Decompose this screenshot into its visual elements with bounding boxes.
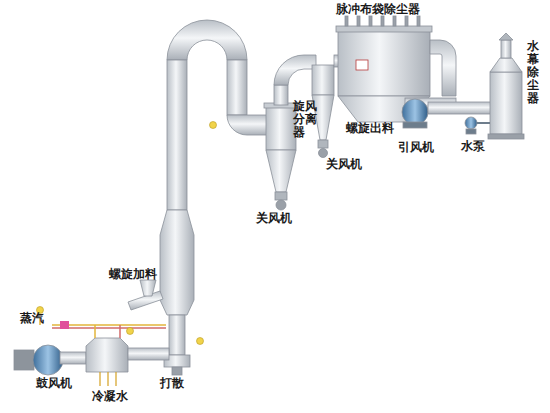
part-name: 鼓风机 bbox=[36, 377, 80, 390]
part-name: 蒸汽 bbox=[20, 312, 52, 325]
part-name: 水泵 bbox=[461, 140, 493, 153]
part-name: 关风机 bbox=[326, 158, 370, 171]
part-name: 旋风分离器 bbox=[293, 100, 321, 139]
part-name: 冷凝水 bbox=[92, 390, 136, 403]
part-name: 引风机 bbox=[398, 141, 442, 154]
part-name: 脉冲布袋除尘器 bbox=[336, 3, 436, 16]
part-name: 水幕除尘器 bbox=[527, 40, 541, 105]
part-name: 关风机 bbox=[256, 212, 300, 225]
part-name: 打散 bbox=[160, 377, 192, 390]
part-name: 螺旋出料 bbox=[346, 122, 406, 135]
part-name: 螺旋加料 bbox=[109, 268, 169, 281]
